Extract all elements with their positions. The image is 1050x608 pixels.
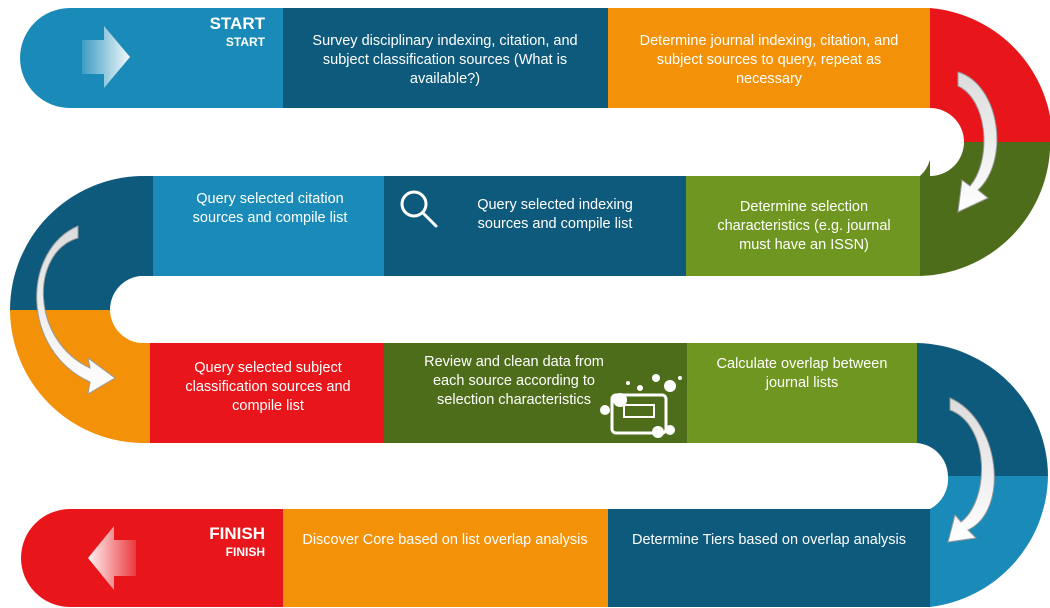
curved-arrow-icon: [957, 71, 998, 213]
finish-subtitle: FINISH: [225, 545, 265, 559]
step-10: Discover Core based on list overlap anal…: [290, 509, 600, 607]
left-arrow-icon: [88, 526, 136, 590]
step-10-text: Discover Core based on list overlap anal…: [302, 532, 588, 548]
step-5: Query selected citation sources and comp…: [160, 176, 380, 276]
right-bend-2-bottom: [930, 476, 1048, 607]
step-6: Query selected subject classification so…: [155, 343, 381, 443]
right-bend-1-top: [930, 8, 1050, 142]
step-8: Calculate overlap between journal lists: [690, 343, 914, 443]
bend-1-inner: [930, 108, 964, 176]
right-bend-1-bottom: [920, 142, 1050, 276]
step-7: Review and clean data from each source a…: [400, 343, 628, 443]
step-2: Determine journal indexing, citation, an…: [616, 8, 922, 108]
step-4: Query selected indexing sources and comp…: [440, 176, 670, 276]
start-subtitle: START: [225, 35, 265, 49]
step-1-bg: [283, 8, 608, 108]
step-8-text: Calculate overlap between journal lists: [716, 356, 888, 391]
step-6-text: Query selected subject classification so…: [185, 360, 351, 414]
step-4-text: Query selected indexing sources and comp…: [477, 197, 633, 232]
step-2-bg: [608, 8, 930, 108]
finish-label: FINISH FINISH: [180, 524, 265, 560]
step-10-bg: [283, 509, 608, 607]
finish-title: FINISH: [209, 524, 265, 543]
step-3: Determine selection characteristics (e.g…: [690, 176, 918, 276]
curved-arrow-icon: [947, 397, 995, 543]
left-bend-top: [9, 176, 154, 310]
step-5-bg: [153, 176, 384, 276]
start-cap: [20, 8, 283, 108]
right-arrow-icon: [82, 26, 130, 88]
step-6-bg: [150, 343, 384, 443]
step-3-text: Determine selection characteristics (e.g…: [717, 198, 891, 253]
step-2-text: Determine journal indexing, citation, an…: [639, 33, 899, 87]
curved-arrow-icon: [36, 225, 116, 395]
right-bend-2-top: [917, 343, 1048, 476]
cleaning-sponge-icon: [600, 374, 682, 438]
start-title: START: [209, 14, 265, 33]
step-7-bg: [384, 343, 687, 443]
step-7-text: Review and clean data from each source a…: [424, 354, 604, 408]
step-9-text: Determine Tiers based on overlap analysi…: [631, 532, 907, 548]
step-9: Determine Tiers based on overlap analysi…: [616, 509, 922, 607]
start-label: START START: [190, 14, 265, 50]
step-3-bg: [686, 176, 920, 276]
step-1: Survey disciplinary indexing, citation, …: [290, 8, 600, 108]
step-8-bg: [687, 343, 917, 443]
finish-cap: [21, 509, 283, 607]
step-9-bg: [608, 509, 930, 607]
step-1-text: Survey disciplinary indexing, citation, …: [312, 33, 578, 87]
step-5-text: Query selected citation sources and comp…: [192, 191, 348, 226]
magnifier-icon: [400, 190, 438, 228]
